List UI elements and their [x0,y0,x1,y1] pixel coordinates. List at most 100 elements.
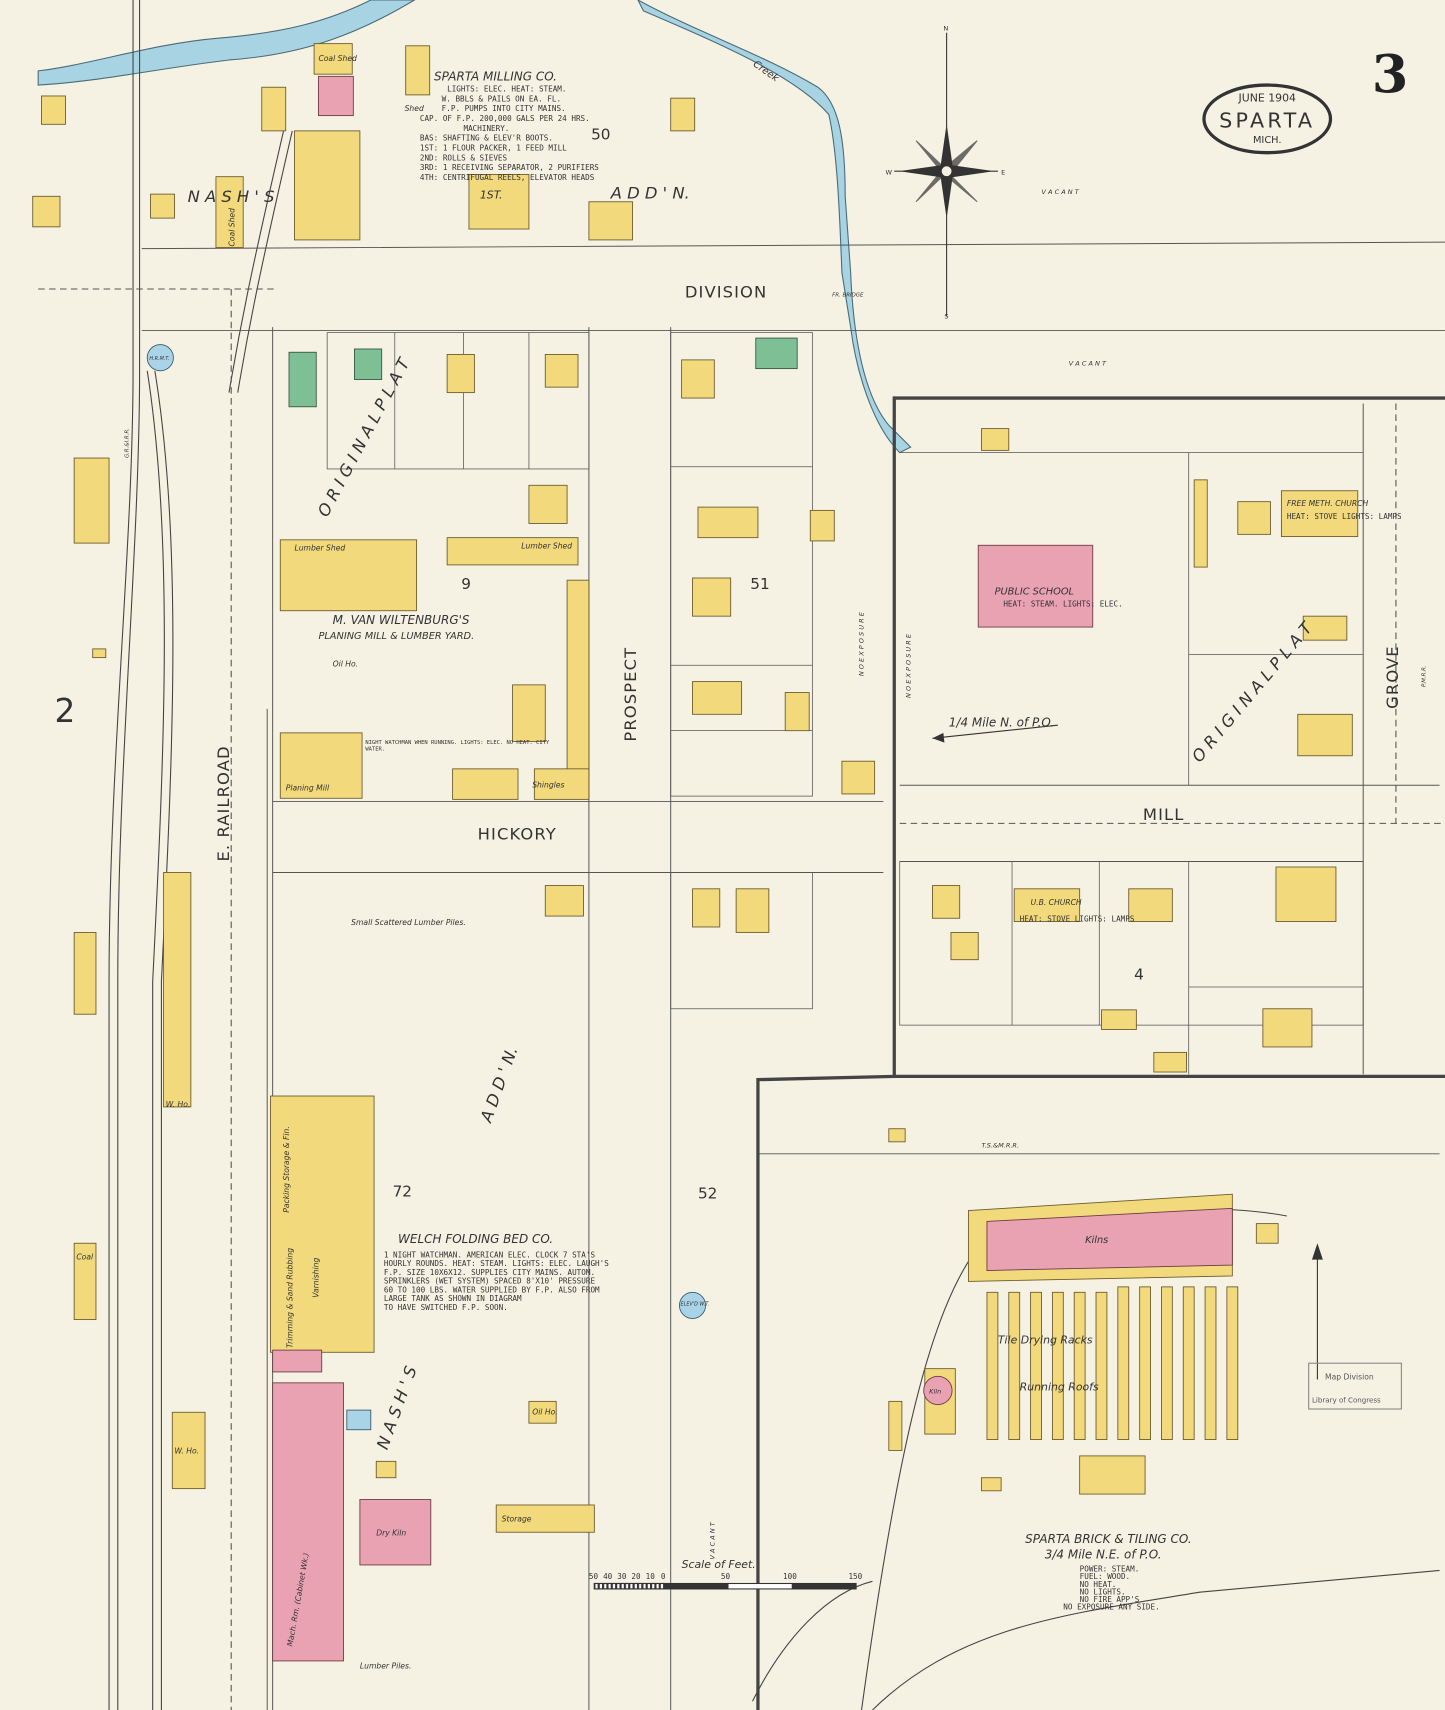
welch-note: TO HAVE SWITCHED F.P. SOON. [384,1303,508,1312]
welch-note: HOURLY ROUNDS. HEAT: STEAM. LIGHTS: ELEC… [384,1259,609,1268]
milling-note: 2ND: ROLLS & SIEVES [420,153,508,162]
public-school-notes: HEAT: STEAM. LIGHTS: ELEC. [1003,599,1122,608]
quarter-mile-arrow: 1/4 Mile N. of P.O. [932,715,1058,743]
scale-tick: 20 [631,1572,641,1581]
milling-note: 1ST: 1 FLOUR PACKER, 1 FEED MILL [420,143,567,152]
street-prospect: PROSPECT [621,647,640,742]
block-number: 72 [393,1182,412,1200]
label: Oil Ho. [333,659,359,668]
label: ELEV'D W.T. [681,1301,710,1307]
label: Lumber Shed [521,542,572,551]
label: Oil Ho. [532,1407,558,1416]
scale-tick: 40 [603,1572,613,1581]
milling-note: W. BBLS & PAILS ON EA. FL. [442,94,561,103]
brick-location: 3/4 Mile N.E. of P.O. [1045,1547,1162,1561]
quarter-mile-label: 1/4 Mile N. of P.O. [949,715,1054,729]
street-division: DIVISION [685,283,767,302]
sparta-brick-tiling-co: SPARTA BRICK & TILING CO. 3/4 Mile N.E. … [1025,1532,1192,1612]
label: Coal Shed [318,54,357,63]
street-e-railroad: E. RAILROAD [214,745,233,861]
addition-first: 1ST. [480,188,503,201]
dashed-lines [38,288,1445,1710]
scale-tick: 50 [589,1572,599,1581]
brick-note: NO LIGHTS. [1080,1587,1126,1596]
block-number: 52 [698,1185,717,1203]
milling-name: SPARTA MILLING CO. [434,70,557,84]
milling-note: F.P. PUMPS INTO CITY MAINS. [442,104,566,113]
scale-tick: 150 [848,1572,862,1581]
brick-name: SPARTA BRICK & TILING CO. [1025,1532,1192,1546]
sheet-number: 3 [1372,45,1408,106]
ub-church-label: U.B. CHURCH [1031,898,1082,907]
scale-title: Scale of Feet. [682,1558,756,1571]
street-hickory: HICKORY [478,825,557,844]
label: Kiln [929,1388,941,1396]
addition-nashs-top: N A S H ' S [188,187,275,206]
milling-note: 3RD: 1 RECEIVING SEPARATOR, 2 PURIFIERS [420,163,599,172]
label: H.R.M.T. [149,356,169,362]
milling-note: BAS: SHAFTING & ELEV'R BOOTS. [420,134,553,143]
label: W. Ho. [166,1100,191,1109]
brick-note: NO FIRE APP'S [1080,1595,1140,1604]
welch-name: WELCH FOLDING BED CO. [398,1232,553,1246]
brick-note: POWER: STEAM. [1080,1564,1140,1573]
scale-tick: 30 [617,1572,627,1581]
van-wiltenburg-planing-mill: M. VAN WILTENBURG'S PLANING MILL & LUMBE… [318,613,550,753]
north-arrow [1311,1243,1323,1380]
scale-bar: Scale of Feet. 50 40 30 20 10 0 50 100 1… [589,1558,863,1590]
label: Running Roofs [1020,1380,1099,1393]
welch-note: 1 NIGHT WATCHMAN. AMERICAN ELEC. CLOCK 7… [384,1250,596,1259]
label: W. Ho. [174,1447,199,1456]
label: T.S.&M.R.R. [982,1141,1020,1149]
buildings [32,43,1359,1662]
label: Tile Drying Racks [998,1334,1093,1347]
label: Trimming & Sand Rubbing [285,1248,294,1348]
block-number: 51 [750,575,769,593]
label: V A C A N T [1041,188,1079,196]
scale-tick: 50 [721,1572,731,1581]
compass-rose: N W E S [886,25,1006,321]
street-mill: MILL [1143,805,1185,824]
label: Coal [76,1253,94,1262]
welch-note: LARGE TANK AS SHOWN IN DIAGRAM [384,1294,522,1303]
cartouche-date: JUNE 1904 [1238,91,1296,104]
title-cartouche: JUNE 1904 SPARTA MICH. [1202,83,1333,155]
compass-e: E [1001,168,1005,176]
brick-note: NO HEAT. [1080,1580,1117,1589]
compass-w: W [886,168,893,176]
scale-tick: 10 [646,1572,656,1581]
milling-note: MACHINERY. [463,124,509,133]
milling-note: LIGHTS: ELEC. HEAT: STEAM. [447,85,566,94]
label: V A C A N T [708,1521,716,1559]
adjacent-sheet-number: 2 [55,692,76,730]
block-number: 9 [461,575,471,593]
compass-n: N [943,25,948,33]
welch-note: F.P. SIZE 10X6X12. SUPPLIES CITY MAINS. … [384,1268,595,1277]
free-meth-church-notes: HEAT: STOVE LIGHTS: LAMPS [1287,512,1402,521]
scale-tick: 0 [661,1572,666,1581]
sparta-milling-co: SPARTA MILLING CO. LIGHTS: ELEC. HEAT: S… [420,70,599,182]
label: V A C A N T [1069,359,1107,367]
label: Storage [502,1514,532,1523]
welch-folding-bed-co: WELCH FOLDING BED CO. 1 NIGHT WATCHMAN. … [384,1232,609,1312]
planing-mill-name: M. VAN WILTENBURG'S [333,613,470,627]
public-school-label: PUBLIC SCHOOL [995,586,1074,597]
lot-lines [326,332,1364,1075]
milling-note: CAP. OF F.P. 200,000 GALS PER 24 HRS. [420,114,590,123]
cartouche-city: SPARTA [1219,109,1315,133]
label: P.M.R.R. [1421,665,1427,687]
creek [37,0,416,86]
stamp-line1: Map Division [1325,1373,1374,1382]
label: Small Scattered Lumber Piles. [351,918,466,927]
planing-mill-notes: NIGHT WATCHMAN WHEN RUNNING. LIGHTS: ELE… [365,739,550,753]
label: N O E X P O S U R E [905,633,913,698]
block-number: 4 [1134,965,1144,983]
cartouche-state: MICH. [1253,135,1282,146]
label: Kilns [1085,1235,1108,1246]
sheet-boundary [756,396,1445,1710]
label: N O E X P O S U R E [858,611,866,676]
library-stamp: Map Division Library of Congress [1308,1362,1402,1410]
label: Packing Storage & Fin. [282,1126,291,1212]
free-meth-church-label: FREE METH. CHURCH [1287,499,1369,508]
